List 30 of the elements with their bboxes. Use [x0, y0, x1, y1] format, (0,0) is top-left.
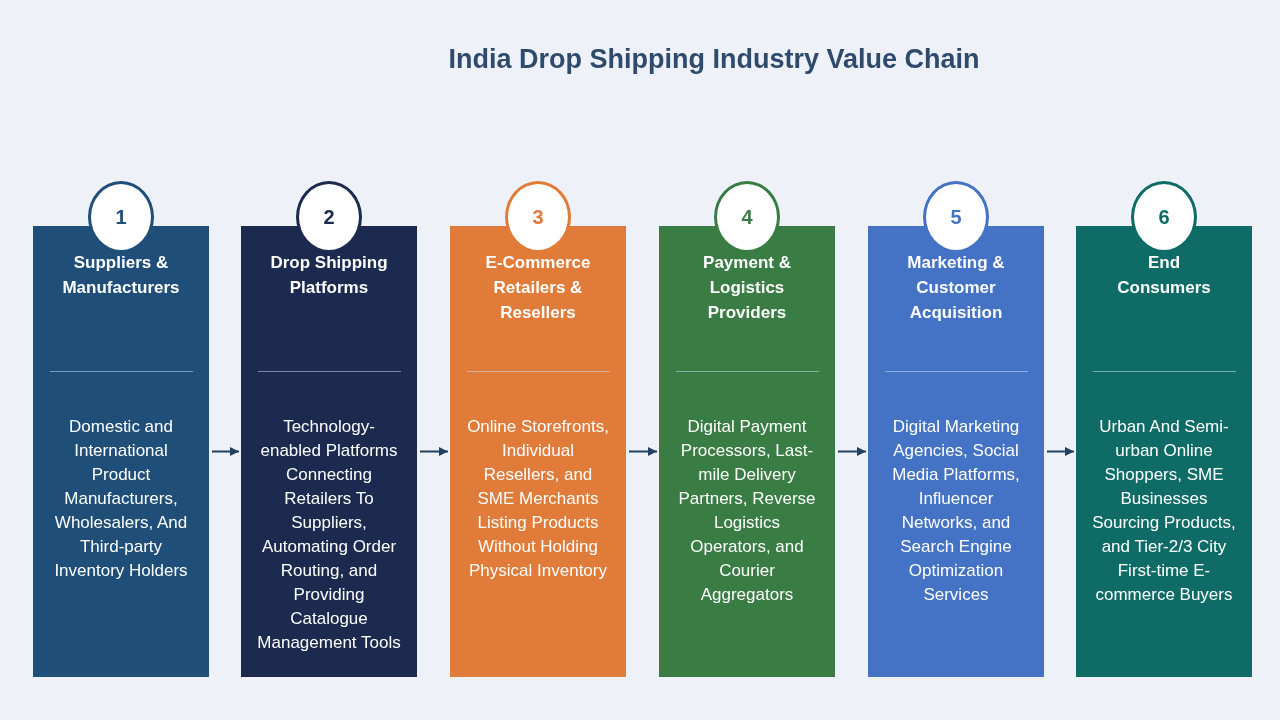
step-description: Online Storefronts, Individual Resellers, and SME Merchants Listing Products Without Holding Physical Inventory	[466, 416, 610, 582]
step-number-circle: 1	[88, 181, 154, 253]
diagram-title: India Drop Shipping Industry Value Chain	[448, 43, 980, 76]
step-heading: Drop Shipping Platforms	[269, 252, 389, 299]
arrow	[628, 447, 658, 456]
step-number-circle: 5	[923, 181, 989, 253]
arrow	[211, 447, 240, 456]
step-column	[241, 226, 417, 677]
step-column	[659, 226, 835, 677]
step-heading: Marketing & Customer Acquisition	[906, 252, 1006, 324]
step-description: Digital Marketing Agencies, Social Media Platforms, Influencer Networks, and Search Engine Optimization Services	[891, 416, 1021, 606]
step-heading: Payment & Logistics Providers	[702, 252, 792, 324]
step-column	[1076, 226, 1252, 677]
step-heading: End Consumers	[1116, 252, 1212, 299]
arrow	[837, 447, 867, 456]
arrow	[419, 447, 449, 456]
step-heading: E-Commerce Retailers & Resellers	[484, 252, 592, 324]
step-description: Urban And Semi-urban Online Shoppers, SME Businesses Sourcing Products, and Tier-2/3 City First-time E-commerce Buyers	[1091, 416, 1237, 606]
step-column	[33, 226, 209, 677]
step-column	[868, 226, 1044, 677]
step-description: Technology-enabled Platforms Connecting Retailers To Suppliers, Automating Order Routing, and Providing Catalogue Management Tools	[256, 416, 402, 654]
step-column	[450, 226, 626, 677]
step-description: Digital Payment Processors, Last-mile Delivery Partners, Reverse Logistics Operators, and Courier Aggregators	[677, 416, 817, 606]
arrow	[1046, 447, 1075, 456]
step-number-circle: 4	[714, 181, 780, 253]
step-number-circle: 6	[1131, 181, 1197, 253]
step-number-circle: 2	[296, 181, 362, 253]
step-heading: Suppliers & Manufacturers	[61, 252, 181, 299]
step-description: Domestic and International Product Manufacturers, Wholesalers, And Third-party Inventory Holders	[53, 416, 189, 582]
step-number-circle: 3	[505, 181, 571, 253]
